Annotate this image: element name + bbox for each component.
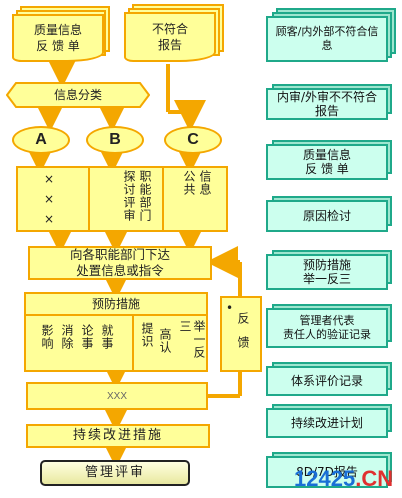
record-customer-nc-info: 顾客/内外部不符合信息	[266, 16, 388, 62]
record-root-cause-review: 原因检讨	[266, 200, 388, 232]
preventive-title: 预防措施	[91, 297, 140, 311]
record-preventive-measures: 预防措施 举一反三	[266, 254, 388, 290]
feedback-box: • 反馈	[220, 296, 262, 372]
preventive-col2: 消除	[60, 324, 74, 350]
class-columns-box: ××× 探讨评审 职能部门 公共 信息	[16, 166, 228, 232]
preventive-col3: 论事	[80, 324, 94, 350]
input-quality-feedback-doc: 质量信息 反 馈 单	[12, 14, 104, 62]
class-a-circle: A	[12, 126, 70, 154]
continuous-improvement-box: 持续改进措施	[26, 424, 210, 448]
col-b-text-1: 探讨评审	[122, 170, 136, 222]
record-improvement-plan: 持续改进计划	[266, 408, 388, 438]
preventive-col6: 高认	[158, 328, 172, 354]
class-b-circle: B	[86, 126, 144, 154]
column-divider-2	[162, 168, 164, 230]
site-watermark: 12425.CN	[294, 466, 393, 494]
col-c-text-2: 信息	[198, 170, 212, 196]
record-system-evaluation: 体系评价记录	[266, 366, 388, 396]
input-nonconformance-doc: 不符合 报告	[124, 12, 216, 62]
record-8d-report: 8D/7D报告	[266, 456, 388, 488]
col-c-text-1: 公共	[182, 170, 196, 196]
classify-label: 信息分类	[53, 88, 102, 102]
watermark-number: 12425	[294, 466, 356, 491]
watermark-dot: .	[355, 466, 362, 491]
classify-hexagon	[5, 82, 151, 108]
watermark-cn: CN	[361, 466, 394, 491]
preventive-col1: 影响	[40, 324, 54, 350]
dispatch-box: 向各职能部门下达 处置信息或指令	[28, 246, 212, 280]
preventive-col5: 提识	[140, 322, 154, 348]
record-quality-feedback: 质量信息 反 馈 单	[266, 144, 388, 180]
preventive-col4: 就事	[100, 324, 114, 350]
feedback-text: 反馈	[236, 312, 250, 360]
classify-shape	[5, 82, 151, 108]
feedback-bullet: •	[226, 301, 234, 315]
preventive-box: 预防措施 影响 消除 论事 就事 提识 高认 举一反三	[24, 292, 208, 372]
col-a-text: ×××	[42, 172, 56, 232]
column-divider-1	[88, 168, 90, 230]
col-b-text-2: 职能部门	[138, 170, 152, 222]
preventive-divider-h	[26, 314, 206, 316]
preventive-divider-v	[132, 316, 134, 370]
record-audit-nc-report: 内审/外审不不符合报告	[266, 88, 388, 120]
class-c-circle: C	[164, 126, 222, 154]
management-review-box: 管理评审	[40, 460, 190, 486]
record-verification: 管理者代表 责任人的验证记录	[266, 308, 388, 348]
xxx-box: XXX	[26, 382, 208, 410]
preventive-col7: 举一反三	[178, 320, 206, 359]
